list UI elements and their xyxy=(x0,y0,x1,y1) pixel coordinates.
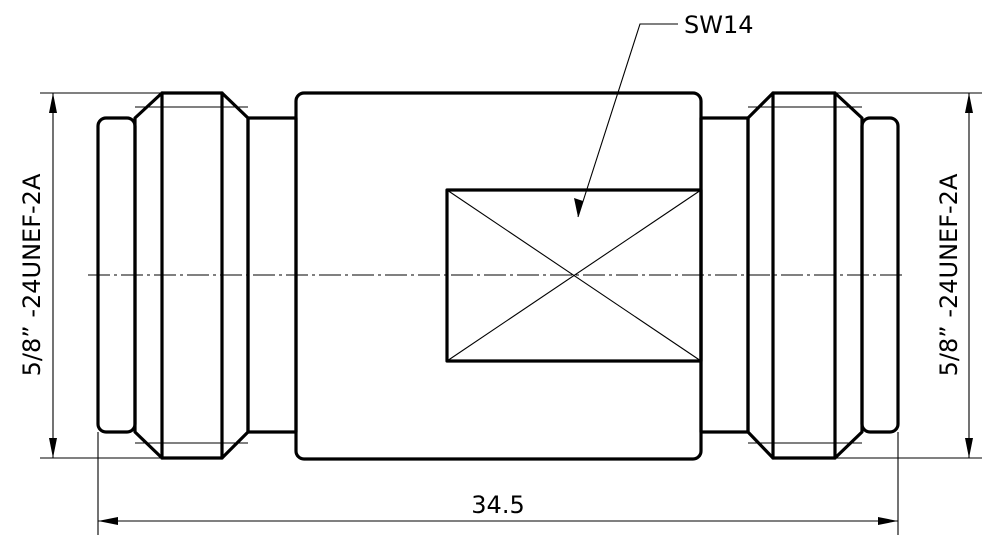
left-thread-dimension: 5/8” -24UNEF-2A xyxy=(18,92,160,459)
flat-diagonal-2 xyxy=(446,189,702,362)
right-arrow-top xyxy=(965,93,973,113)
wrench-size-callout: SW14 xyxy=(574,11,754,218)
length-arrow-right xyxy=(878,517,898,525)
length-arrow-left xyxy=(98,517,118,525)
overall-length-dimension: 34.5 xyxy=(97,432,899,535)
left-thread-label: 5/8” -24UNEF-2A xyxy=(18,173,46,376)
right-thread-dimension: 5/8” -24UNEF-2A xyxy=(836,92,982,459)
right-thread-label: 5/8” -24UNEF-2A xyxy=(935,173,963,376)
left-arrow-bottom xyxy=(49,438,57,458)
wrench-size-arrowhead xyxy=(574,198,583,217)
right-arrow-bottom xyxy=(965,438,973,458)
right-connector xyxy=(699,91,900,460)
wrench-size-leader xyxy=(577,23,678,218)
right-thread-nut xyxy=(746,91,864,460)
left-arrow-top xyxy=(49,93,57,113)
wrench-size-label: SW14 xyxy=(684,11,754,39)
center-body xyxy=(294,91,703,461)
hex-body xyxy=(294,91,703,461)
length-label: 34.5 xyxy=(471,491,524,519)
right-tip xyxy=(860,116,900,434)
left-connector xyxy=(96,91,298,460)
